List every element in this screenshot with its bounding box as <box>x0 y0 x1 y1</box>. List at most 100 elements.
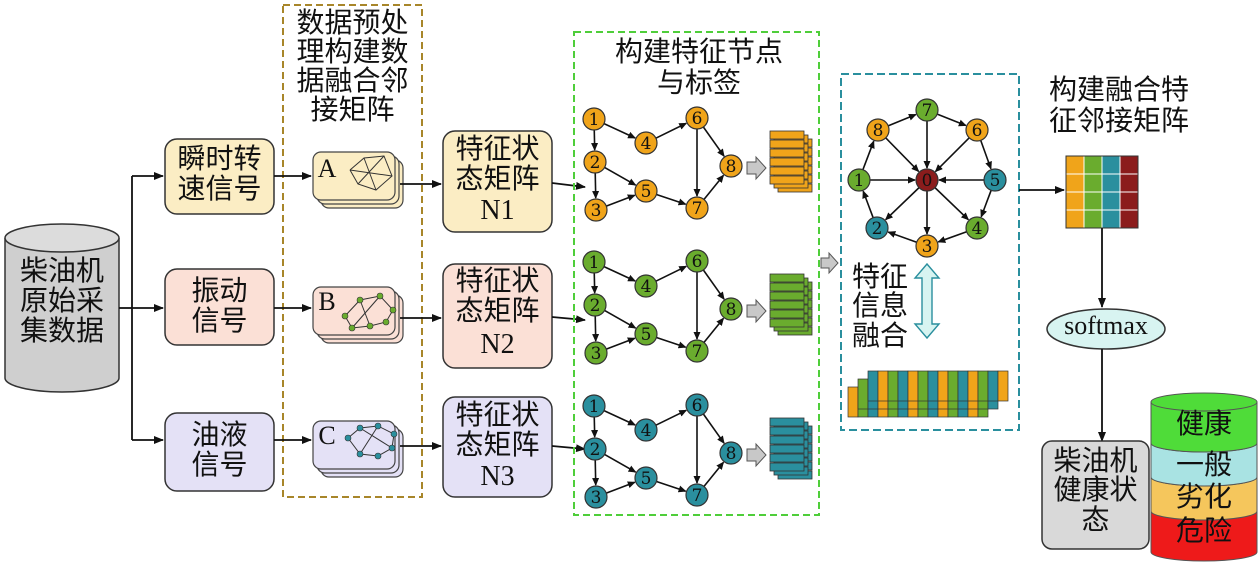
graph-edge <box>884 187 920 221</box>
graph-node <box>582 107 606 131</box>
graph-edge <box>603 265 637 282</box>
softmax-node <box>1046 308 1166 350</box>
graph-node <box>582 250 606 274</box>
feature-row <box>769 300 805 310</box>
graph-edge <box>592 459 600 487</box>
matrix-cell <box>1065 191 1085 211</box>
feature-row <box>769 282 805 292</box>
card-to-matrix-arrows <box>400 180 442 450</box>
fusion-double-arrow <box>913 262 941 340</box>
graph-node-label: 8 <box>726 444 737 464</box>
graph-node <box>583 293 607 317</box>
graph-edge <box>656 193 687 206</box>
fused-stripe <box>857 378 869 410</box>
graph-edge <box>605 481 636 494</box>
graph-node <box>584 198 608 222</box>
health-state-box <box>1041 440 1150 550</box>
graph-to-rows-arrow <box>746 442 767 468</box>
graph-edge <box>887 113 917 127</box>
graph-edge <box>605 194 636 207</box>
fused-stripe <box>847 386 859 418</box>
health-levels-cylinder <box>1150 392 1258 562</box>
graph-node <box>634 322 658 346</box>
graph-node <box>685 106 709 130</box>
feature-row <box>769 148 805 158</box>
graph-edge <box>702 413 725 445</box>
graph-to-rows-arrow <box>746 298 767 324</box>
graph-edge <box>936 113 967 127</box>
fused-stripe <box>867 370 879 402</box>
graph-edge <box>592 315 600 343</box>
graph-node <box>685 393 709 417</box>
matrix-box-n1 <box>442 130 553 233</box>
graph-node-label: 8 <box>726 157 737 177</box>
fusion-node <box>965 216 989 240</box>
graph-node-label: 6 <box>692 396 703 416</box>
graph-edge <box>603 409 637 426</box>
matrix-n2-id: N2 <box>480 329 515 360</box>
feature-row <box>769 291 805 301</box>
feature-row <box>769 273 805 283</box>
feature-row <box>769 453 805 463</box>
matrix-n2-text: 特征状 态矩阵 <box>455 264 540 328</box>
graph-edge <box>937 230 967 243</box>
graph-node-label: 4 <box>641 277 652 297</box>
graph-node-label: 8 <box>726 300 737 320</box>
graph-edge <box>656 336 687 349</box>
graph-edge <box>703 317 725 343</box>
graph-to-rows-arrow <box>746 155 767 181</box>
fused-stripe <box>907 370 919 402</box>
graph-node <box>719 297 743 321</box>
graph-edge <box>703 461 725 487</box>
graph-node <box>634 466 658 490</box>
graph-node <box>582 394 606 418</box>
matrix-n1-text: 特征状 态矩阵 <box>455 132 540 196</box>
fused-stripe <box>957 370 969 402</box>
feature-row <box>769 435 805 445</box>
level-band <box>1150 392 1258 453</box>
graph-node-label: 4 <box>641 421 652 441</box>
matrix-n3-id: N3 <box>480 461 515 492</box>
matrix-to-graph-arrows <box>551 181 586 453</box>
graph-node-label: 1 <box>589 397 600 417</box>
fused-stripe <box>937 370 949 402</box>
feature-row <box>769 318 805 328</box>
feature-row <box>769 175 805 185</box>
graph-node-label: 6 <box>692 109 703 129</box>
fusion-center-node <box>915 168 939 192</box>
feature-row <box>769 309 805 319</box>
feature-row <box>769 417 805 427</box>
preprocess-frame <box>282 4 423 498</box>
health-state-label: 柴油机 健康状 态 <box>1053 444 1138 536</box>
graph-node <box>685 249 709 273</box>
softmax-label: softmax <box>1064 311 1148 340</box>
fused-stripe <box>947 370 959 402</box>
matrix-n1-id: N1 <box>480 195 515 226</box>
matrix-cell <box>1101 173 1121 193</box>
feature-row <box>769 157 805 167</box>
graph-edge <box>605 337 636 350</box>
graph-node-label: 3 <box>591 344 602 364</box>
graph-node <box>583 437 607 461</box>
source-database <box>4 223 120 393</box>
level-danger-label: 危险 <box>1175 514 1232 547</box>
matrix-cell <box>1101 209 1121 229</box>
feature-row <box>769 166 805 176</box>
fusion-node <box>847 168 871 192</box>
graph-node <box>584 485 608 509</box>
graph-node-label: 5 <box>641 182 652 202</box>
fusion-node-label: 4 <box>972 219 983 239</box>
graph-node <box>634 179 658 203</box>
level-normal-label: 一般 <box>1175 448 1232 481</box>
fusion-frame <box>840 73 1020 431</box>
graph-edge <box>655 122 688 139</box>
fusion-node <box>915 98 939 122</box>
fusion-node-label: 6 <box>972 121 983 141</box>
graph-node-label: 2 <box>590 440 601 460</box>
graph-edge <box>604 166 637 186</box>
graph-edge <box>592 172 600 200</box>
graph-node-label: 7 <box>692 486 703 506</box>
